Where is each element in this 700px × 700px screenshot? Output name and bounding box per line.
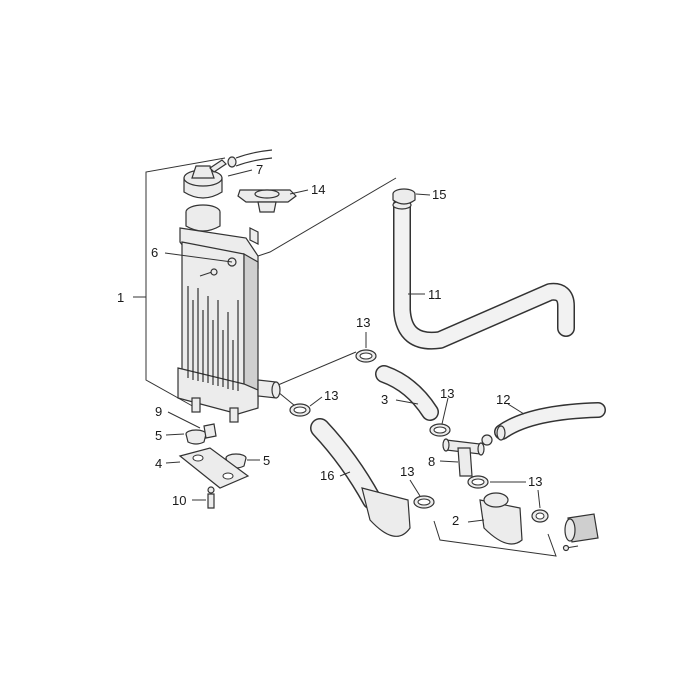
clamp-13-c	[429, 423, 451, 437]
rubber-grommet-left	[185, 429, 207, 445]
radiator-cap	[183, 159, 227, 199]
callout-14: 14	[311, 182, 325, 197]
clamp-13-f	[531, 509, 549, 523]
callout-1: 1	[117, 290, 124, 305]
callout-13-left: 13	[324, 388, 338, 403]
assembly-line-lower	[277, 351, 357, 386]
callout-13-top: 13	[356, 315, 370, 330]
clamp-13-d	[413, 495, 435, 509]
hose-12	[494, 402, 606, 441]
radiator	[177, 204, 281, 423]
callout-5-right: 5	[263, 453, 270, 468]
bracket-4	[178, 447, 250, 489]
callout-13-lower: 13	[400, 464, 414, 479]
hose-3	[375, 365, 439, 421]
leader-lines	[164, 169, 541, 523]
callout-13-mid: 13	[440, 386, 454, 401]
collar-9	[203, 423, 217, 439]
clamp-13-a	[355, 349, 377, 363]
callout-3: 3	[381, 392, 388, 407]
callout-11: 11	[428, 287, 442, 302]
fitting-small	[481, 434, 493, 446]
callout-7: 7	[256, 162, 263, 177]
callout-12: 12	[496, 392, 510, 407]
outlet-connector	[562, 513, 599, 552]
callout-4: 4	[155, 456, 162, 471]
hose-16	[310, 418, 411, 537]
callout-8: 8	[428, 454, 435, 469]
screw-6	[199, 268, 218, 277]
callout-9: 9	[155, 404, 162, 419]
assembly-line-top	[257, 177, 397, 257]
callout-5-left: 5	[155, 428, 162, 443]
pressure-cap	[237, 189, 297, 213]
callout-16: 16	[320, 468, 334, 483]
clamp-13-b	[289, 403, 311, 417]
clamp-13-e	[467, 475, 489, 489]
callout-6: 6	[151, 245, 158, 260]
t-fitting-8	[442, 438, 485, 477]
bracket-part-2	[433, 520, 557, 557]
bolt-10	[207, 486, 215, 509]
hose-2	[479, 492, 523, 545]
overflow-tube	[235, 149, 273, 167]
clamp-15	[392, 188, 416, 205]
hose-11	[392, 196, 575, 350]
callout-13-right: 13	[528, 474, 542, 489]
callout-15: 15	[432, 187, 446, 202]
bracket-part-1	[145, 157, 226, 409]
callout-10: 10	[172, 493, 186, 508]
callout-2: 2	[452, 513, 459, 528]
